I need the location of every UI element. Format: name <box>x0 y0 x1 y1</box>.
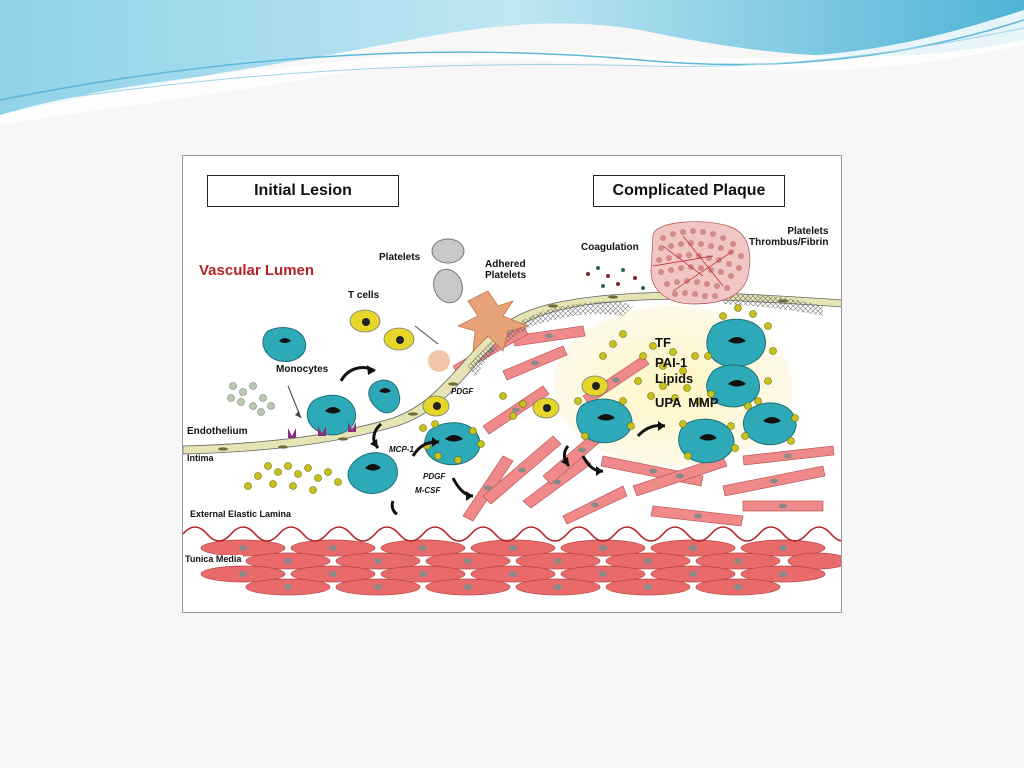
adhered-platelets-label: Adhered Platelets <box>485 259 527 281</box>
elastic-lamina-line <box>183 526 841 542</box>
figure-illustration <box>183 221 841 596</box>
platelets <box>431 238 465 304</box>
adhesion-receptors <box>288 422 356 438</box>
thrombus <box>650 221 751 305</box>
initial-lesion-header: Initial Lesion <box>207 175 399 207</box>
pdgf-bottom-label: PDGF <box>423 472 446 481</box>
mcp1-label: MCP-1 <box>389 445 414 454</box>
platelets-label: Platelets <box>379 252 421 263</box>
atherosclerosis-figure: Initial Lesion Complicated Plaque Vascul… <box>182 155 842 613</box>
adhered-platelet <box>457 290 530 352</box>
t-cells <box>349 309 609 419</box>
endothelium-label: Endothelium <box>187 426 248 437</box>
upa-mmp-label: UPA MMP <box>655 395 719 410</box>
intima-label: Intima <box>187 453 214 463</box>
external-elastic-lamina-label: External Elastic Lamina <box>190 509 292 519</box>
coagulation-label: Coagulation <box>581 242 639 253</box>
pai1-label: PAI-1 <box>655 355 688 370</box>
tunica-media-label: Tunica Media <box>183 554 244 565</box>
ldl-particles <box>227 382 275 416</box>
slide-header-wave <box>0 0 1024 125</box>
tf-label: TF <box>655 335 671 350</box>
complicated-plaque-header: Complicated Plaque <box>593 175 785 207</box>
coagulation-dots <box>586 266 645 290</box>
lipid-droplets <box>244 304 799 494</box>
t-cells-label: T cells <box>348 290 380 301</box>
pdgf-top-label: PDGF <box>451 387 474 396</box>
monocyte-nuclei <box>279 337 781 471</box>
arrow-heads <box>367 365 665 501</box>
platelets-thrombus-label: Platelets Thrombus/Fibrin <box>749 226 829 248</box>
vascular-lumen-label: Vascular Lumen <box>199 262 315 279</box>
monocytes-label: Monocytes <box>276 364 329 375</box>
lipids-label: Lipids <box>655 371 694 386</box>
mcsf-label: M-CSF <box>415 486 441 495</box>
platelet-arrow <box>414 325 439 345</box>
tunica-media <box>200 539 841 596</box>
